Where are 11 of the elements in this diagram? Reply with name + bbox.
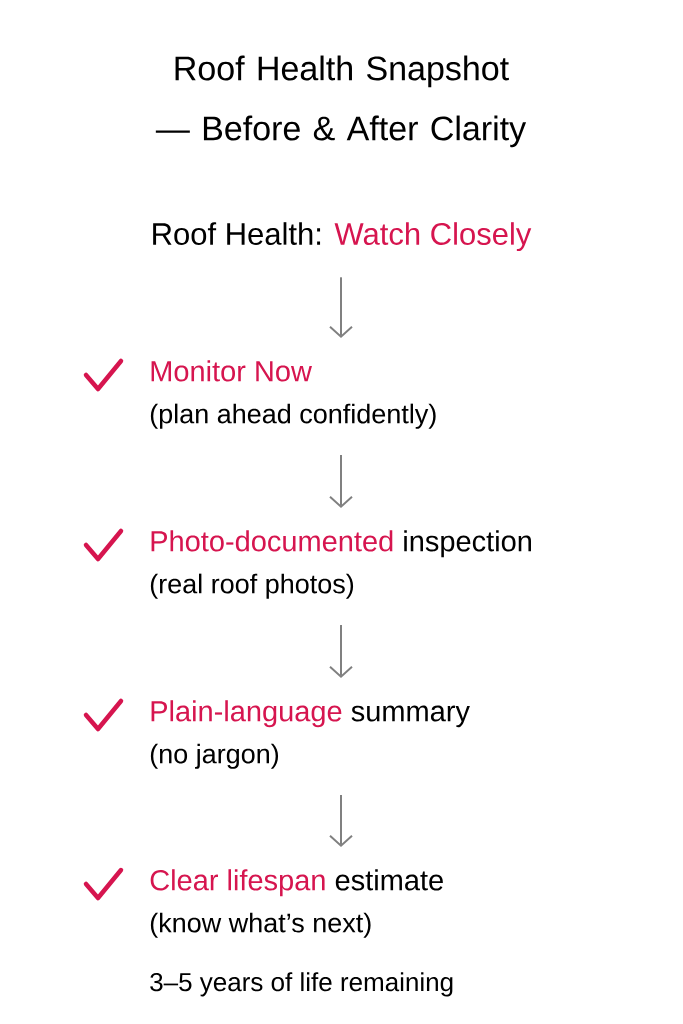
step-text: Clear lifespan estimate (know what’s next): [150, 869, 443, 938]
title: Roof Health Snapshot — Before & After Clarity: [155, 55, 527, 148]
step-text: Monitor Now (plan ahead confidently): [150, 360, 436, 429]
step-text: Photo-documented inspection (real roof photos): [150, 530, 531, 599]
arrow: [329, 624, 353, 678]
arrow: [329, 276, 353, 338]
step-text: Roof Health: Watch Closely: [153, 222, 532, 252]
step-text: Plain-language summary (no jargon): [150, 700, 470, 769]
arrow: [329, 454, 353, 508]
arrow: [329, 794, 353, 847]
note-text: 3–5 years of life remaining: [150, 972, 453, 997]
